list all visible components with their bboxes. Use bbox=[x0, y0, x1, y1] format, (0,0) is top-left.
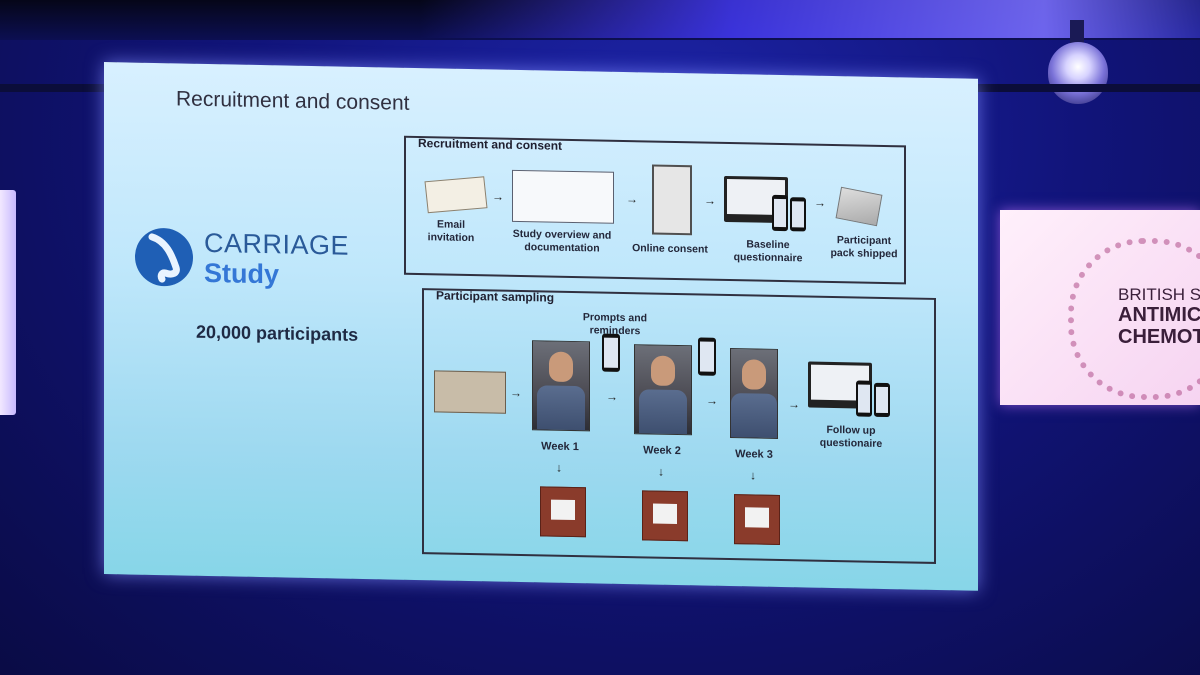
arrow-right-icon: → bbox=[814, 195, 826, 210]
slide-title: Recruitment and consent bbox=[176, 87, 410, 115]
consent-clipboard-icon bbox=[652, 164, 692, 236]
email-invitation-card-icon bbox=[424, 176, 488, 214]
participant-sampling-panel: Participant sampling Prompts and reminde… bbox=[422, 288, 936, 564]
sample-kit-photo-week3 bbox=[734, 494, 780, 545]
arrow-right-icon: → bbox=[706, 393, 718, 408]
arrow-right-icon: → bbox=[704, 193, 716, 208]
arrow-right-icon: → bbox=[606, 389, 618, 404]
reminder-phone-icon bbox=[602, 333, 620, 372]
arrow-down-icon: ↓ bbox=[658, 464, 664, 479]
arrow-right-icon: → bbox=[510, 385, 522, 401]
followup-phone-icon bbox=[856, 380, 872, 417]
society-sign: BRITISH SO ANTIMIC CHEMOT bbox=[1000, 210, 1200, 405]
step-participant-pack-shipped: Participant pack shipped bbox=[830, 234, 898, 261]
projected-slide: Recruitment and consent CARRIAGE Study 2… bbox=[104, 62, 978, 591]
sample-kit-photo-week2 bbox=[642, 490, 688, 542]
followup-questionnaire-label: Follow up questionaire bbox=[819, 423, 883, 450]
recruitment-panel-title: Recruitment and consent bbox=[418, 136, 563, 153]
society-name-line2: ANTIMIC bbox=[1118, 304, 1200, 326]
brand-name-carriage: CARRIAGE bbox=[204, 227, 350, 261]
step-email-invitation: Email invitation bbox=[427, 218, 475, 245]
society-name-line1: BRITISH SO bbox=[1118, 285, 1200, 304]
recruitment-panel: Recruitment and consent Email invitation… bbox=[404, 135, 906, 285]
study-overview-document-icon bbox=[512, 169, 614, 224]
step-study-overview: Study overview and documentation bbox=[512, 227, 612, 255]
participant-pack-box-icon bbox=[835, 186, 883, 227]
self-swab-photo-week3 bbox=[730, 348, 778, 439]
arrow-right-icon: → bbox=[492, 189, 504, 204]
participants-count: 20,000 participants bbox=[196, 321, 359, 345]
arrow-right-icon: → bbox=[788, 397, 800, 412]
society-name-line3: CHEMOT bbox=[1118, 326, 1200, 348]
brand-name-study: Study bbox=[204, 257, 280, 290]
questionnaire-phone-icon bbox=[772, 194, 788, 232]
week-2-label: Week 2 bbox=[643, 444, 681, 458]
left-side-screen bbox=[0, 190, 16, 415]
week-1-label: Week 1 bbox=[541, 440, 579, 454]
self-swab-photo-week1 bbox=[532, 340, 590, 432]
spotlight bbox=[1048, 42, 1108, 104]
followup-phone-icon bbox=[874, 382, 890, 418]
participant-pack-photo-icon bbox=[434, 370, 506, 414]
sample-kit-photo-week1 bbox=[540, 486, 586, 538]
sampling-panel-title: Participant sampling bbox=[436, 288, 555, 305]
arrow-down-icon: ↓ bbox=[556, 460, 562, 475]
arrow-down-icon: ↓ bbox=[750, 468, 756, 483]
arrow-right-icon: → bbox=[626, 192, 638, 207]
self-swab-photo-week2 bbox=[634, 344, 692, 436]
reminder-phone-icon bbox=[698, 337, 716, 376]
questionnaire-phone-icon bbox=[790, 197, 806, 232]
week-3-label: Week 3 bbox=[735, 448, 773, 461]
carriage-nose-logo-icon bbox=[135, 228, 193, 287]
step-baseline-questionnaire: Baseline questionnaire bbox=[733, 238, 803, 265]
society-logo-ring bbox=[1068, 238, 1200, 400]
step-online-consent: Online consent bbox=[632, 242, 708, 256]
